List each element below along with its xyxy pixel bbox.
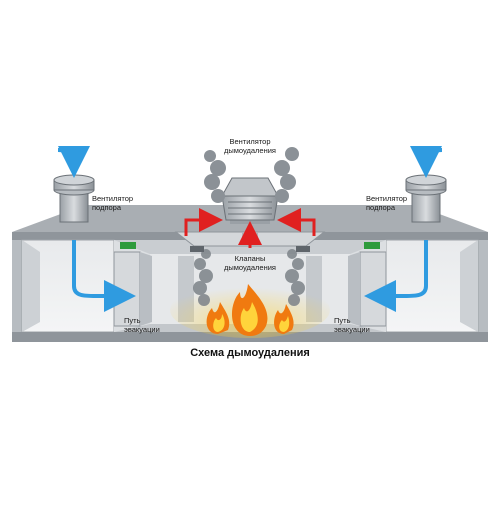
label-smoke-fan: Вентилятор дымоудаления	[224, 137, 276, 155]
smoke-flow-arrow-left	[184, 208, 223, 236]
supply-fan-right	[405, 174, 447, 223]
label-evac-right: Путь эвакуации	[334, 316, 370, 334]
smoke-cloud-left	[204, 150, 226, 203]
supply-fan-left	[53, 174, 95, 223]
label-valves: Клапаны дымоудаления	[224, 254, 276, 272]
door-left	[113, 251, 152, 327]
intake-arrow-left	[57, 145, 90, 178]
supply-flow-right	[364, 240, 428, 312]
door-right	[348, 251, 387, 327]
label-supply-fan-right: Вентилятор подпора	[366, 194, 408, 212]
exit-sign-left	[120, 242, 136, 249]
smoke-exhaust-fan	[221, 177, 279, 224]
fire-flames	[206, 284, 294, 336]
smoke-flow-arrow-right	[277, 208, 316, 236]
intake-arrow-right	[410, 145, 443, 178]
valve-left	[190, 246, 204, 252]
smoke-cloud-right	[274, 147, 299, 203]
exit-sign-right	[364, 242, 380, 249]
smoke-plume-right	[285, 249, 305, 306]
label-evac-left: Путь эвакуации	[124, 316, 160, 334]
label-supply-fan-left: Вентилятор подпора	[92, 194, 134, 212]
supply-flow-left	[72, 240, 136, 312]
valve-right	[296, 246, 310, 252]
diagram-caption: Схема дымоудаления	[190, 347, 310, 359]
